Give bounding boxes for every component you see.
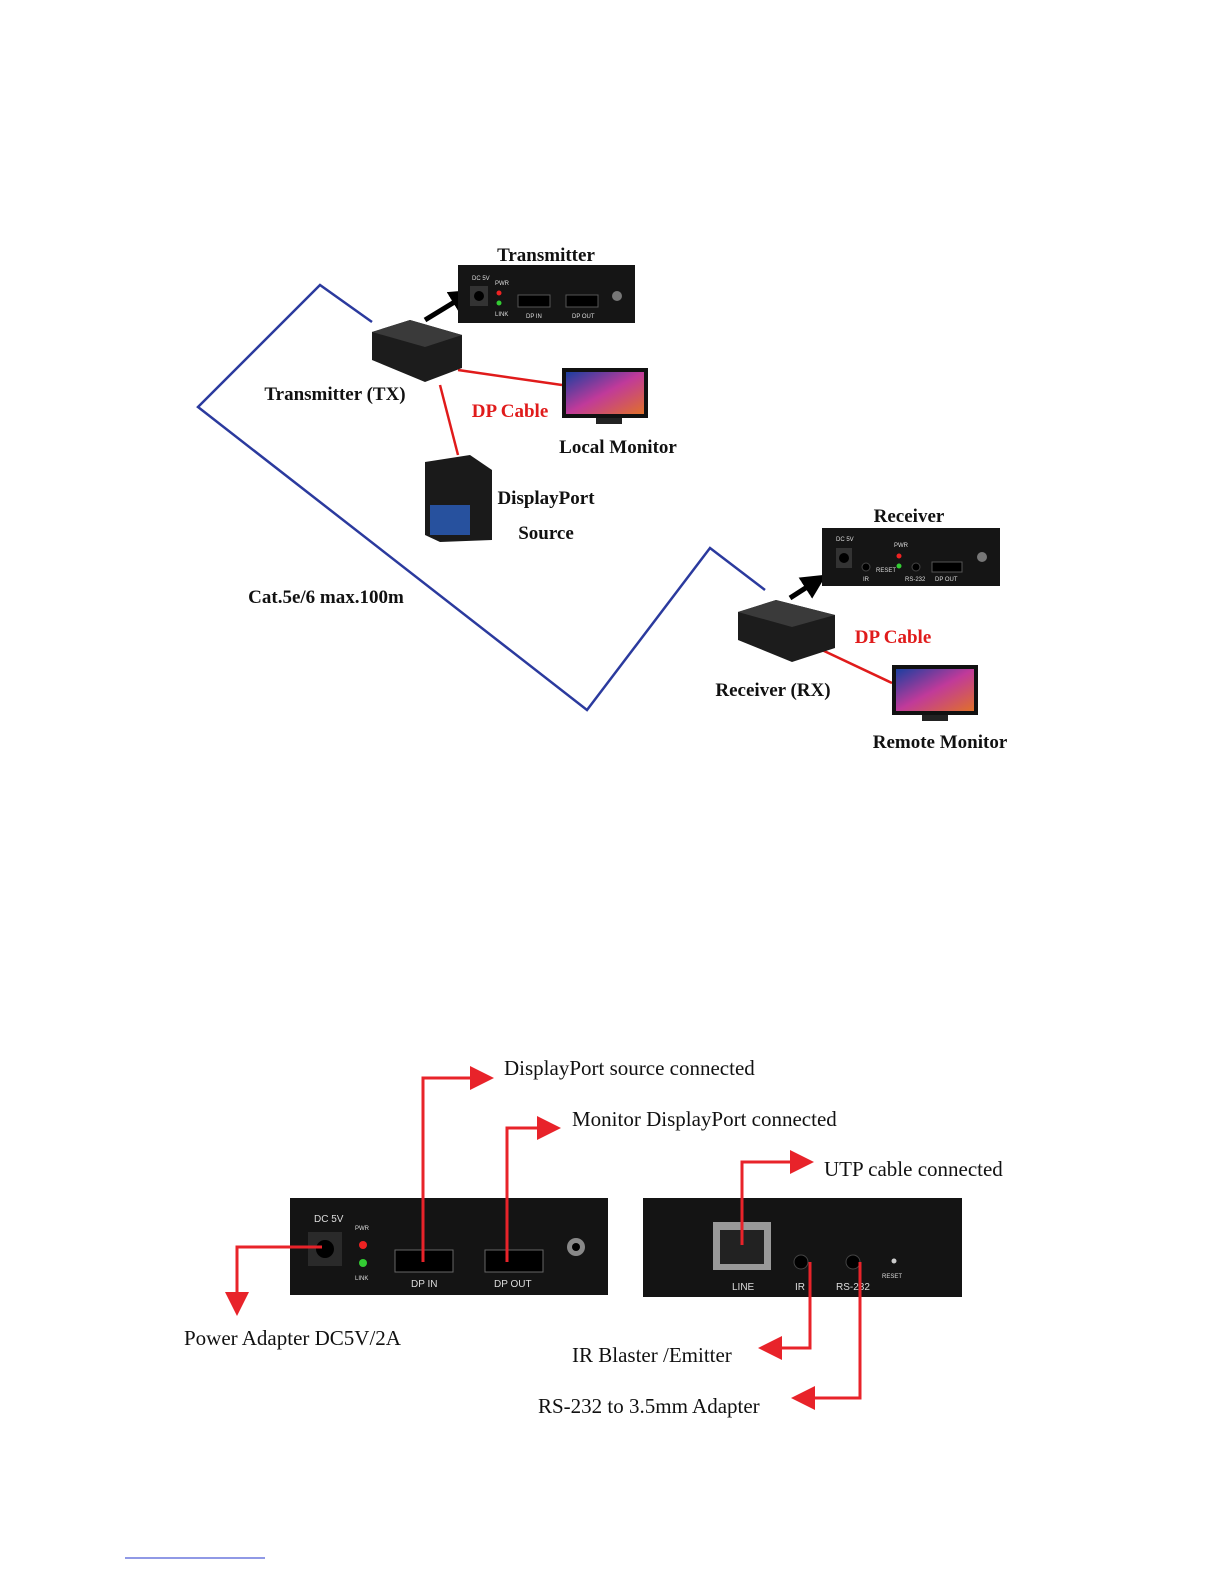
- dp-cable-label-tx: DP Cable: [472, 401, 549, 422]
- monitor-dp-connected-label: Monitor DisplayPort connected: [572, 1107, 837, 1131]
- utp-connected-label: UTP cable connected: [824, 1157, 1003, 1181]
- svg-text:RS-232: RS-232: [836, 1282, 870, 1293]
- dp-out-pointer: [505, 1116, 561, 1262]
- tx-rear-panel-image: DC 5V PWR LINK DP IN DP OUT: [290, 1198, 608, 1295]
- transmitter-panel-image: DC 5V PWR LINK DP IN DP OUT: [458, 265, 635, 323]
- cat5-cable-line: [196, 283, 766, 712]
- svg-text:DC 5V: DC 5V: [836, 537, 854, 543]
- local-monitor-label: Local Monitor: [559, 437, 677, 458]
- svg-text:RESET: RESET: [876, 568, 896, 574]
- dp-source-label-1: DisplayPort: [497, 488, 595, 509]
- svg-text:LINK: LINK: [355, 1276, 368, 1282]
- svg-text:IR: IR: [795, 1282, 805, 1293]
- rs232-pointer: [791, 1262, 862, 1410]
- transmitter-tx-label: Transmitter (TX): [264, 384, 405, 405]
- power-adapter-label: Power Adapter DC5V/2A: [184, 1326, 402, 1350]
- ir-pointer: [758, 1262, 812, 1360]
- svg-text:DP IN: DP IN: [526, 314, 542, 320]
- dp-cable-remote: [821, 648, 893, 685]
- svg-text:RESET: RESET: [882, 1274, 902, 1280]
- dp-cable-label-rx: DP Cable: [855, 627, 932, 648]
- receiver-device-image: [738, 600, 835, 662]
- svg-text:LINK: LINK: [495, 312, 508, 318]
- rs232-adapter-label: RS-232 to 3.5mm Adapter: [538, 1394, 760, 1418]
- dp-cable-source: [438, 384, 460, 456]
- svg-text:PWR: PWR: [894, 543, 909, 549]
- svg-text:DC 5V: DC 5V: [472, 276, 490, 282]
- svg-text:PWR: PWR: [495, 281, 510, 287]
- cable-spec-label: Cat.5e/6 max.100m: [248, 587, 404, 608]
- svg-text:DP IN: DP IN: [411, 1279, 438, 1290]
- svg-text:PWR: PWR: [355, 1226, 370, 1232]
- rx-arrow: [788, 574, 827, 601]
- dp-source-label-2: Source: [518, 523, 574, 544]
- remote-monitor-label: Remote Monitor: [873, 732, 1008, 753]
- receiver-rx-label: Receiver (RX): [715, 680, 830, 701]
- power-pointer: [225, 1245, 322, 1316]
- svg-text:LINE: LINE: [732, 1282, 755, 1293]
- rx-rear-panel-image: LINE IR RS-232 RESET: [643, 1198, 962, 1297]
- transmitter-title: Transmitter: [497, 245, 595, 266]
- svg-text:DP OUT: DP OUT: [935, 577, 958, 583]
- receiver-panel-image: DC 5V PWR RESET IR RS-232 DP OUT: [822, 528, 1000, 586]
- remote-monitor-image: [892, 665, 978, 721]
- dp-cable-local: [457, 368, 563, 387]
- svg-text:DP OUT: DP OUT: [572, 314, 595, 320]
- svg-text:RS-232: RS-232: [905, 577, 926, 583]
- pc-tower-image: [425, 455, 492, 542]
- svg-text:IR: IR: [863, 577, 870, 583]
- transmitter-device-image: [372, 320, 462, 382]
- receiver-title: Receiver: [874, 506, 945, 527]
- svg-text:DP OUT: DP OUT: [494, 1279, 532, 1290]
- svg-text:DC 5V: DC 5V: [314, 1214, 344, 1225]
- local-monitor-image: [562, 368, 648, 424]
- line-pointer: [740, 1150, 814, 1245]
- ir-blaster-label: IR Blaster /Emitter: [572, 1343, 732, 1367]
- dp-in-pointer: [421, 1066, 494, 1262]
- dp-source-connected-label: DisplayPort source connected: [504, 1056, 755, 1080]
